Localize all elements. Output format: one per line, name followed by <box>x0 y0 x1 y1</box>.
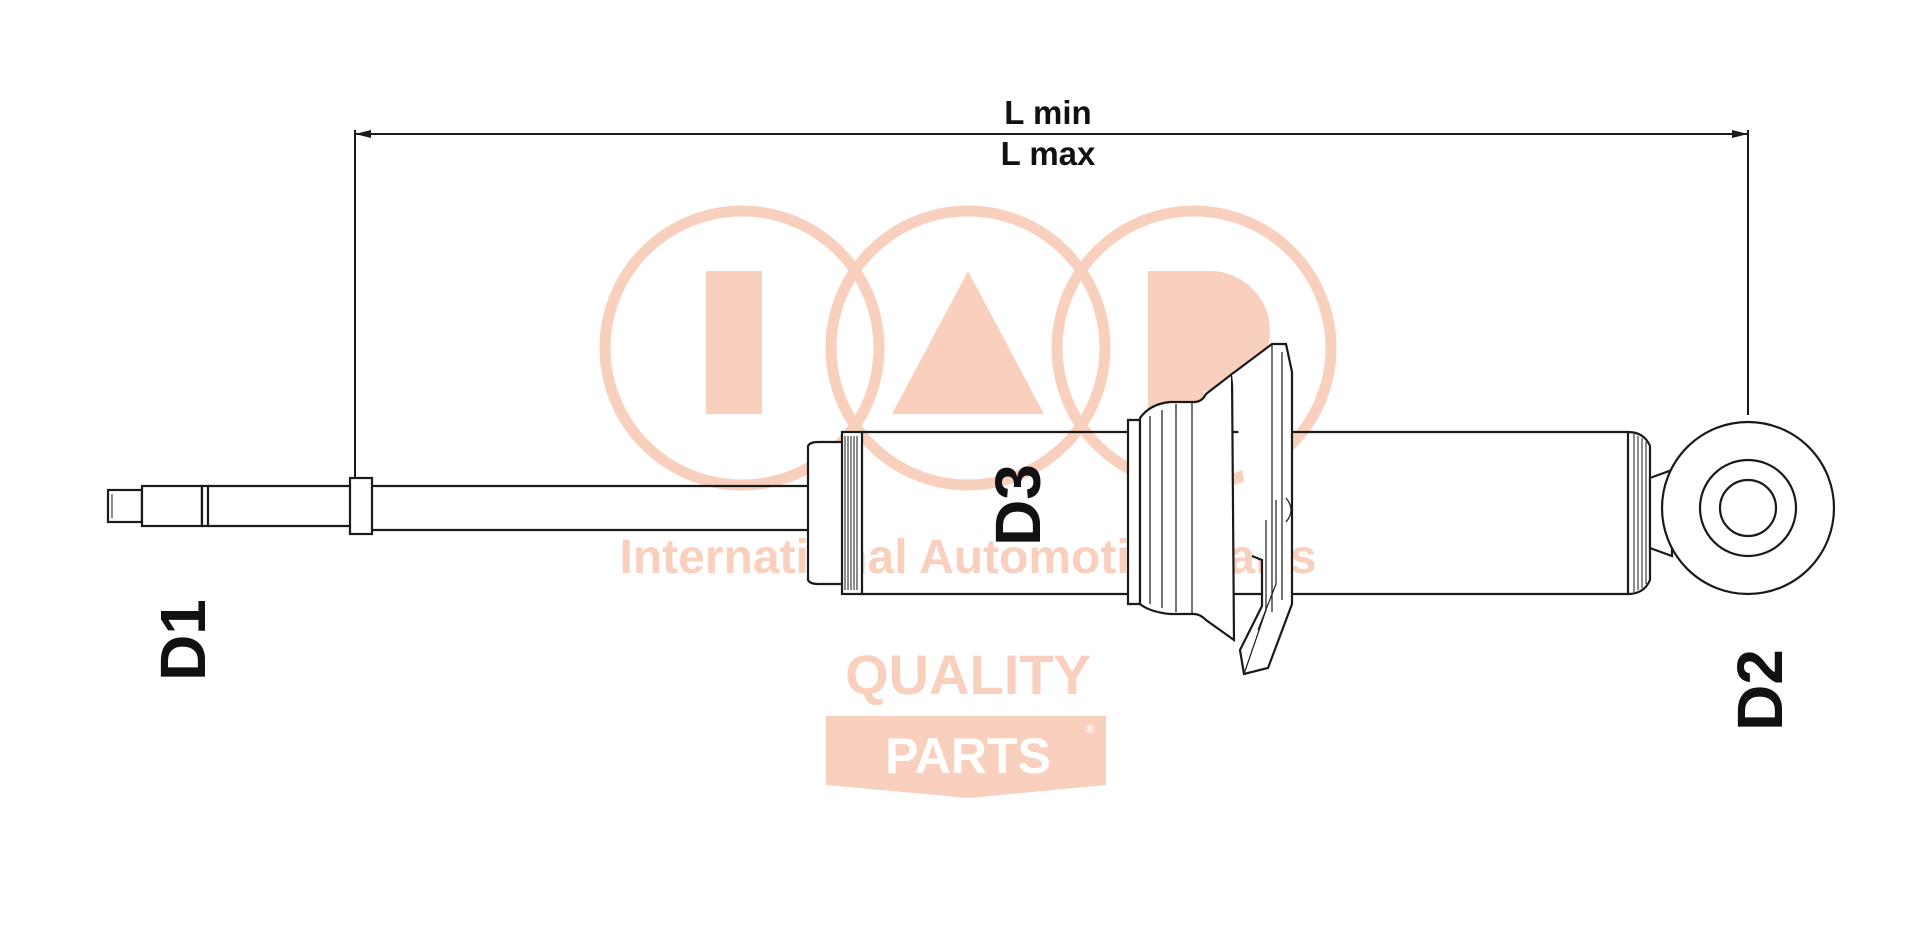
quality-badge-bottom: PARTS <box>885 728 1051 784</box>
spring-seat-bracket <box>1126 342 1294 676</box>
length-dimension <box>354 130 1749 484</box>
quality-badge-top: QUALITY <box>845 643 1091 706</box>
tube-top-seal <box>806 430 864 596</box>
quality-badge-banner <box>826 716 1106 798</box>
rod-threaded-end <box>106 484 210 528</box>
d2-label: D2 <box>1724 649 1796 731</box>
d1-label: D1 <box>147 599 219 681</box>
l-min-label: L min <box>1004 94 1091 131</box>
l-max-label: L max <box>1001 135 1096 172</box>
shock-absorber <box>106 342 1836 676</box>
registered-mark: ® <box>1086 722 1095 736</box>
piston-rod <box>208 476 808 536</box>
iap-logo-letters <box>706 271 1270 414</box>
bottom-eye-mount <box>1660 420 1836 596</box>
d3-label: D3 <box>982 464 1054 546</box>
